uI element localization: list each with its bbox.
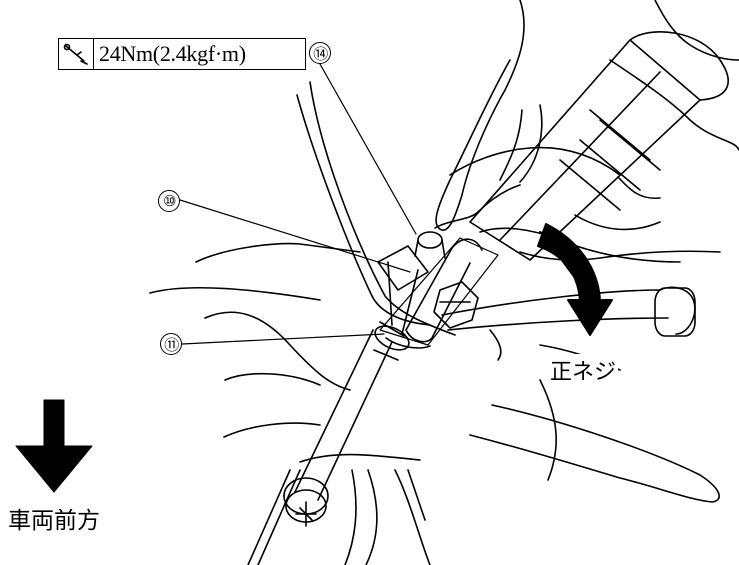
torque-spec-box: 24Nm(2.4kgf·m)	[58, 38, 306, 70]
rotation-arrow	[537, 223, 613, 336]
box-wrench	[283, 245, 429, 527]
cable-line	[296, 94, 431, 326]
callout-10: ⑩	[158, 190, 180, 212]
torque-value: 24Nm(2.4kgf·m)	[99, 41, 246, 66]
vehicle-front-label: 車両前方	[8, 508, 100, 534]
callout-11: ⑪	[160, 333, 182, 355]
leader-lines	[179, 63, 417, 345]
torque-wrench-icon	[59, 39, 94, 69]
rotation-direction-label: 正ネジ	[548, 354, 619, 386]
nut-14	[414, 231, 479, 329]
brake-lever	[469, 379, 720, 503]
ratchet-handle	[469, 31, 729, 261]
socket-wrench	[379, 237, 499, 349]
callout-14: ⑭	[309, 42, 331, 64]
frame-outline	[149, 242, 431, 565]
front-direction-arrow	[15, 399, 93, 493]
